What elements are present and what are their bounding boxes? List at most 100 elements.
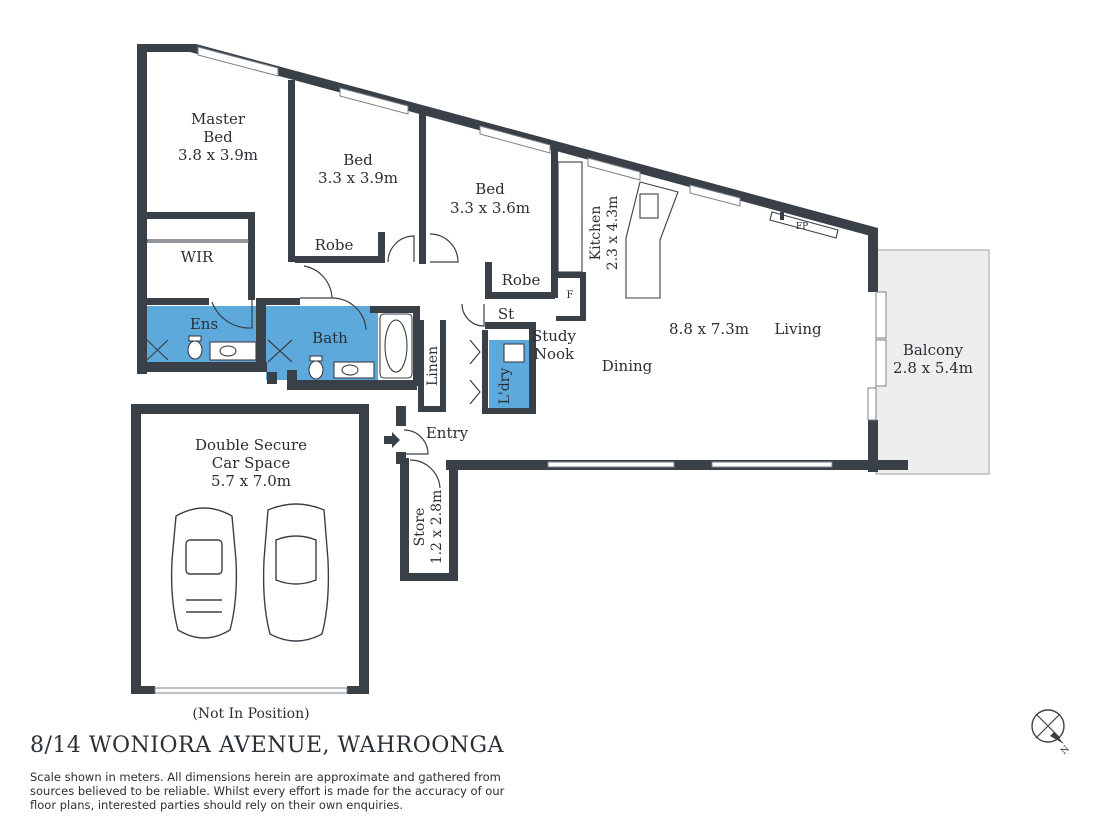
- door-swing-store: [409, 459, 441, 489]
- disclaimer-text: Scale shown in meters. All dimensions he…: [30, 770, 505, 812]
- toilet-ens: [187, 340, 203, 360]
- window-south-2: [711, 461, 833, 468]
- wall-robe1-bottom: [295, 256, 385, 263]
- basin-bath: [341, 364, 359, 376]
- wall-kitchen-fridge: [556, 272, 584, 278]
- wir-label: WIR: [181, 248, 214, 266]
- wall-bath-right: [413, 306, 420, 386]
- wall-laundry-left: [482, 330, 488, 414]
- window-1: [197, 46, 279, 77]
- fridge-label: F: [567, 290, 574, 301]
- wall-laundry-bottom: [482, 408, 536, 414]
- living-label: Living: [774, 320, 822, 338]
- master-bed-label-line2: Bed: [203, 128, 233, 146]
- kitchen-size: 2.3 x 4.3m: [605, 196, 621, 271]
- balcony-size: 2.8 x 5.4m: [893, 359, 973, 377]
- garage-wall-top: [131, 404, 369, 414]
- bed3-label: Bed: [475, 180, 505, 198]
- window-2: [339, 87, 409, 115]
- wall-robe1-right: [378, 232, 385, 262]
- bed2-label: Bed: [343, 151, 373, 169]
- wall-bed3-kitchen: [551, 148, 558, 298]
- bath-lower-step: [287, 370, 297, 390]
- robe1-label: Robe: [315, 236, 354, 254]
- kitchen-bench: [557, 161, 583, 273]
- window-5: [689, 184, 741, 207]
- toilet-ens-cistern: [188, 335, 202, 342]
- study-nook-label-line1: Study: [532, 327, 577, 345]
- entry-label: Entry: [426, 424, 469, 442]
- wall-wir-top: [147, 212, 255, 219]
- store-wall-left: [400, 458, 409, 580]
- wall-linen-left: [418, 320, 424, 412]
- store-size: 1.2 x 2.8m: [429, 490, 445, 565]
- kitchen-sink: [639, 193, 659, 219]
- garage-wall-right: [359, 404, 369, 694]
- linen-label: Linen: [425, 346, 441, 386]
- garage-note: (Not In Position): [192, 706, 309, 722]
- wir-shelf: [146, 239, 250, 243]
- door-swing-master: [331, 297, 367, 331]
- entry-arrow-icon: [384, 432, 400, 448]
- balcony-door-3: [867, 387, 877, 421]
- garage-size: 5.7 x 7.0m: [211, 472, 291, 490]
- wall-fridge-bottom: [556, 316, 586, 321]
- wall-fridge-right: [580, 272, 586, 320]
- bed2-size: 3.3 x 3.9m: [318, 169, 398, 187]
- wall-linen-bottom: [418, 406, 446, 412]
- store-label: Store: [412, 508, 428, 547]
- dining-label: Dining: [602, 357, 653, 375]
- wall-st: [485, 322, 535, 329]
- bath-label: Bath: [312, 329, 348, 347]
- wall-ens-bath: [256, 298, 266, 368]
- wall-wir-right: [248, 212, 255, 300]
- window-4: [587, 157, 641, 181]
- st-label: St: [498, 305, 514, 323]
- window-south-1: [547, 461, 675, 468]
- wall-master-bed2: [288, 80, 295, 262]
- car-coupe: [262, 503, 330, 642]
- master-bed-size: 3.8 x 3.9m: [178, 146, 258, 164]
- fireplace: [769, 211, 839, 239]
- shower-ens: [146, 339, 169, 361]
- door-swing-entry: [403, 429, 429, 455]
- south-wall-bath: [267, 372, 277, 384]
- property-address: 8/14 WONIORA AVENUE, WAHROONGA: [30, 733, 504, 758]
- wall-ens-top: [147, 298, 209, 305]
- car-convertible: [170, 507, 238, 639]
- kitchen-label: Kitchen: [588, 206, 604, 261]
- door-swing-st: [461, 303, 485, 327]
- garage-label-line2: Car Space: [212, 454, 291, 472]
- ens-label: Ens: [190, 315, 218, 333]
- compass-north-label: N: [1059, 744, 1072, 757]
- store-wall-bottom: [400, 573, 458, 581]
- south-wall-ens: [137, 362, 267, 372]
- toilet-bath-cistern: [309, 355, 323, 362]
- study-nook-label-line2: Nook: [534, 345, 575, 363]
- laundry-label: L'dry: [497, 368, 513, 405]
- compass-icon: [1031, 709, 1065, 744]
- south-wall-living: [446, 460, 908, 470]
- master-bed-label-line1: Master: [191, 110, 246, 128]
- east-wall-top: [868, 228, 878, 292]
- wall-entry-left: [396, 406, 406, 426]
- balcony-area: [875, 249, 990, 475]
- toilet-bath: [308, 360, 324, 380]
- basin-ens: [219, 345, 237, 357]
- kitchen-island: [625, 181, 679, 299]
- garage-door: [154, 687, 348, 694]
- south-wall-bath2: [287, 380, 417, 390]
- shower-bath: [267, 339, 293, 363]
- wall-robe2-bottom: [485, 292, 555, 299]
- door-swing-ens: [211, 300, 253, 329]
- fireplace-hearth: [780, 212, 784, 220]
- laundry-tub: [503, 343, 525, 363]
- balcony-label: Balcony: [903, 341, 964, 359]
- garage-wall-bottom-left: [131, 686, 155, 694]
- wall-laundry-right: [529, 322, 536, 414]
- garage-wall-left: [131, 404, 141, 694]
- door-swing-bed3: [429, 233, 459, 263]
- garage-label-line1: Double Secure: [195, 436, 307, 454]
- wall-bath-top2: [370, 306, 418, 313]
